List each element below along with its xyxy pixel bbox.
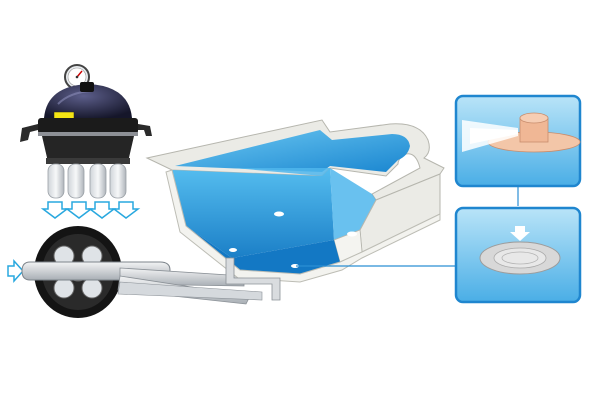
tube xyxy=(67,163,85,199)
tube xyxy=(47,163,65,199)
nozzle-spray-icon xyxy=(462,112,581,153)
tube xyxy=(109,163,127,199)
filter-canister-icon xyxy=(20,64,152,164)
nozzle-closeup-top-panel xyxy=(454,94,582,188)
flow-arrow-icon xyxy=(111,201,141,219)
flow-arrow-icon xyxy=(87,201,117,219)
floor-nozzle xyxy=(229,248,237,252)
floor-nozzle xyxy=(274,211,284,217)
leader-lines xyxy=(296,186,519,267)
floor-nozzle xyxy=(291,264,299,268)
floor-nozzle xyxy=(347,231,357,237)
flow-arrow-icon xyxy=(7,259,25,283)
flow-arrows-down xyxy=(40,201,141,219)
tube xyxy=(89,163,107,199)
pipe-manifold-icon xyxy=(21,226,263,318)
flow-arrow-icon xyxy=(40,201,70,219)
nozzle-closeup-bottom-panel xyxy=(454,206,582,304)
nozzle-flush-icon xyxy=(479,226,561,275)
distribution-tubes xyxy=(47,163,127,199)
flow-arrow-icon xyxy=(64,201,94,219)
pool-cutaway-icon xyxy=(145,119,445,301)
